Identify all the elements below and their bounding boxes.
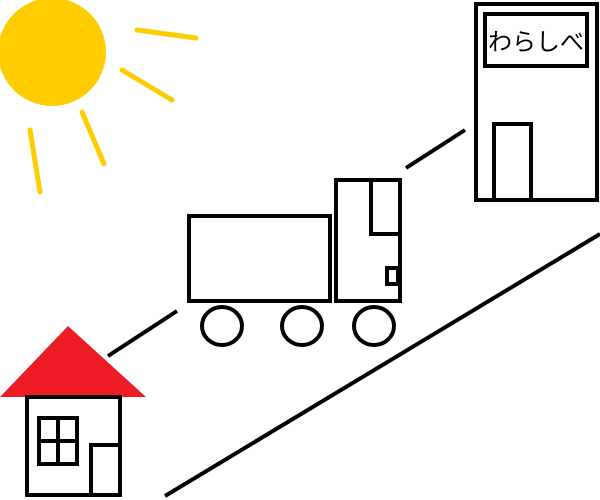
- sun-ray: [27, 127, 43, 195]
- house-window: [37, 416, 79, 466]
- truck-cargo: [187, 214, 332, 303]
- truck-cab-window: [369, 180, 398, 236]
- house-icon: [0, 326, 146, 497]
- sun-ray: [119, 67, 175, 103]
- house-roof: [0, 326, 146, 397]
- truck-wheel: [280, 305, 324, 347]
- truck-cab-light: [385, 266, 400, 286]
- sun-disc: [0, 0, 106, 106]
- house-door: [89, 443, 118, 495]
- store-door: [492, 122, 533, 200]
- sun-ray: [79, 109, 107, 167]
- connector-house-truck: [106, 309, 179, 358]
- connector-truck-store: [404, 128, 467, 170]
- truck-wheel: [352, 305, 396, 347]
- road-line: [163, 232, 600, 498]
- sun-ray: [134, 27, 199, 41]
- store-sign-board: [483, 12, 589, 68]
- truck-wheel: [200, 305, 244, 347]
- truck-icon: [187, 178, 402, 347]
- store-icon: わらしべ: [474, 2, 599, 202]
- sun-icon: [0, 0, 199, 195]
- store-sign-text: わらしべ: [488, 28, 584, 56]
